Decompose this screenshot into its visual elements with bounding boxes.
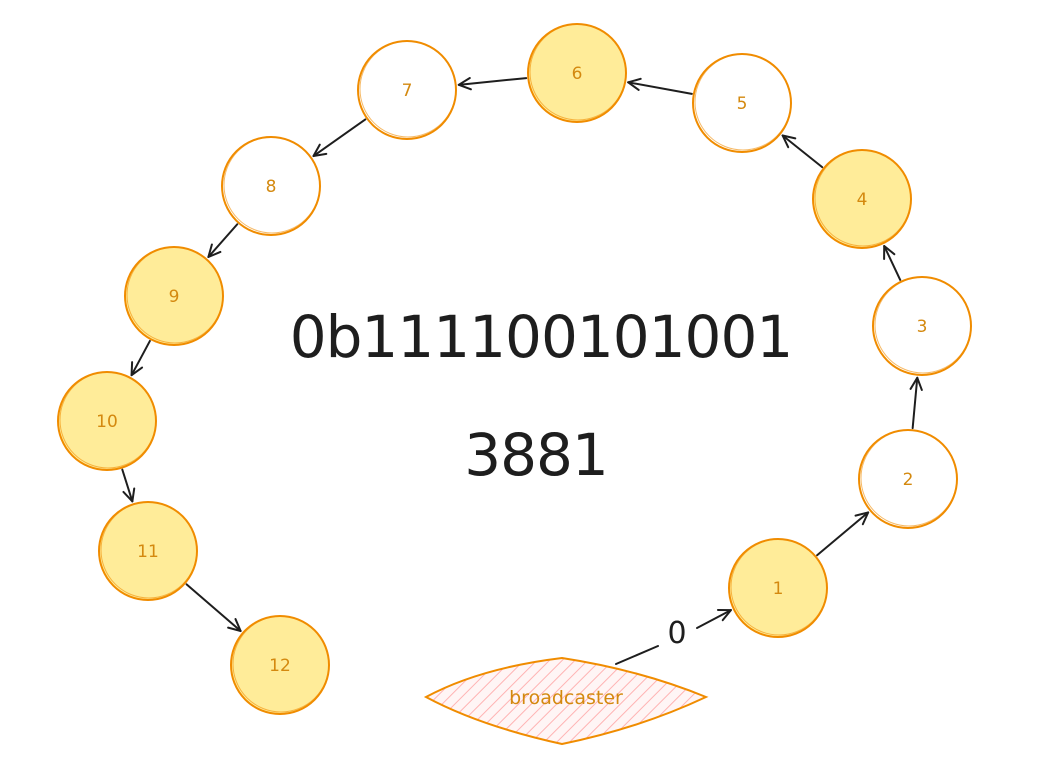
- node-6[interactable]: 6: [527, 23, 627, 123]
- edge-3-4: [883, 245, 902, 281]
- node-outline-3: [874, 276, 972, 374]
- edge-1-2: [816, 511, 870, 557]
- edge-line: [121, 468, 134, 503]
- edge-line: [696, 609, 732, 629]
- edge-arrowhead: [883, 245, 896, 261]
- edge-arrowhead: [627, 77, 642, 91]
- broadcaster-edge-label: 0: [667, 616, 686, 651]
- broadcaster-label: broadcaster: [509, 687, 623, 709]
- edge-8-9: [207, 223, 239, 258]
- edge-arrowhead: [909, 376, 923, 391]
- edge-line: [130, 339, 151, 377]
- edge-11-12: [185, 583, 242, 633]
- edge-arrowhead: [122, 487, 136, 503]
- node-outline-10: [59, 371, 157, 469]
- decimal-value-text: 3881: [464, 421, 608, 489]
- node-outline-5: [694, 53, 792, 151]
- node-label-6: 6: [572, 64, 583, 84]
- edge-line: [185, 583, 242, 633]
- node-12[interactable]: 12: [230, 615, 330, 715]
- edge-line: [816, 511, 870, 557]
- node-3[interactable]: 3: [872, 276, 972, 376]
- edge-arrowhead: [457, 77, 472, 91]
- node-label-5: 5: [737, 94, 748, 114]
- node-outline-11: [100, 501, 198, 599]
- node-outline-2: [860, 429, 958, 527]
- node-1[interactable]: 1: [728, 538, 828, 638]
- edge-arrowhead: [854, 511, 870, 526]
- edge-arrowhead: [781, 134, 797, 149]
- node-9[interactable]: 9: [124, 246, 224, 346]
- node-outline-9: [126, 246, 224, 344]
- edge-2-3: [909, 376, 923, 430]
- node-outline-4: [814, 149, 912, 247]
- node-8[interactable]: 8: [221, 136, 321, 236]
- node-label-4: 4: [857, 190, 868, 210]
- node-label-12: 12: [269, 656, 291, 676]
- edge-4-5: [781, 134, 824, 169]
- edge-9-10: [130, 339, 151, 377]
- edge-arrowhead: [312, 143, 328, 158]
- edge-5-6: [627, 77, 693, 95]
- node-label-9: 9: [169, 287, 180, 307]
- node-5[interactable]: 5: [692, 53, 792, 153]
- edge-line: [207, 223, 239, 258]
- node-10[interactable]: 10: [57, 371, 157, 471]
- edges-layer: [121, 77, 923, 665]
- node-label-10: 10: [96, 412, 118, 432]
- edge-line: [615, 645, 659, 665]
- node-label-7: 7: [402, 81, 413, 101]
- node-outline-7: [359, 40, 457, 138]
- node-label-3: 3: [917, 317, 928, 337]
- edge-line: [312, 118, 367, 158]
- edge-arrowhead: [716, 608, 732, 622]
- node-outline-6: [529, 23, 627, 121]
- node-11[interactable]: 11: [98, 501, 198, 601]
- node-2[interactable]: 2: [858, 429, 958, 529]
- edge-arrowhead: [207, 243, 222, 258]
- node-outline-12: [232, 615, 330, 713]
- node-label-2: 2: [903, 470, 914, 490]
- node-label-11: 11: [137, 542, 159, 562]
- node-outline-8: [223, 136, 321, 234]
- node-label-8: 8: [266, 177, 277, 197]
- edge-line: [883, 245, 902, 281]
- node-7[interactable]: 7: [357, 40, 457, 140]
- node-outline-1: [730, 538, 828, 636]
- edge-line: [781, 134, 824, 169]
- edge-6-7: [457, 77, 528, 91]
- edge-7-8: [312, 118, 367, 158]
- edge-line: [627, 81, 693, 95]
- edge-broadcaster-1: [615, 608, 732, 665]
- edge-10-11: [121, 468, 136, 503]
- edge-line: [457, 77, 528, 86]
- edge-arrowhead: [130, 361, 144, 377]
- node-4[interactable]: 4: [812, 149, 912, 249]
- node-label-1: 1: [773, 579, 784, 599]
- broadcaster-shape: [423, 656, 709, 746]
- binary-value-text: 0b111100101001: [290, 303, 793, 371]
- edge-line: [911, 376, 919, 430]
- broadcaster-node[interactable]: broadcaster: [423, 656, 709, 746]
- edge-arrowhead: [227, 618, 242, 633]
